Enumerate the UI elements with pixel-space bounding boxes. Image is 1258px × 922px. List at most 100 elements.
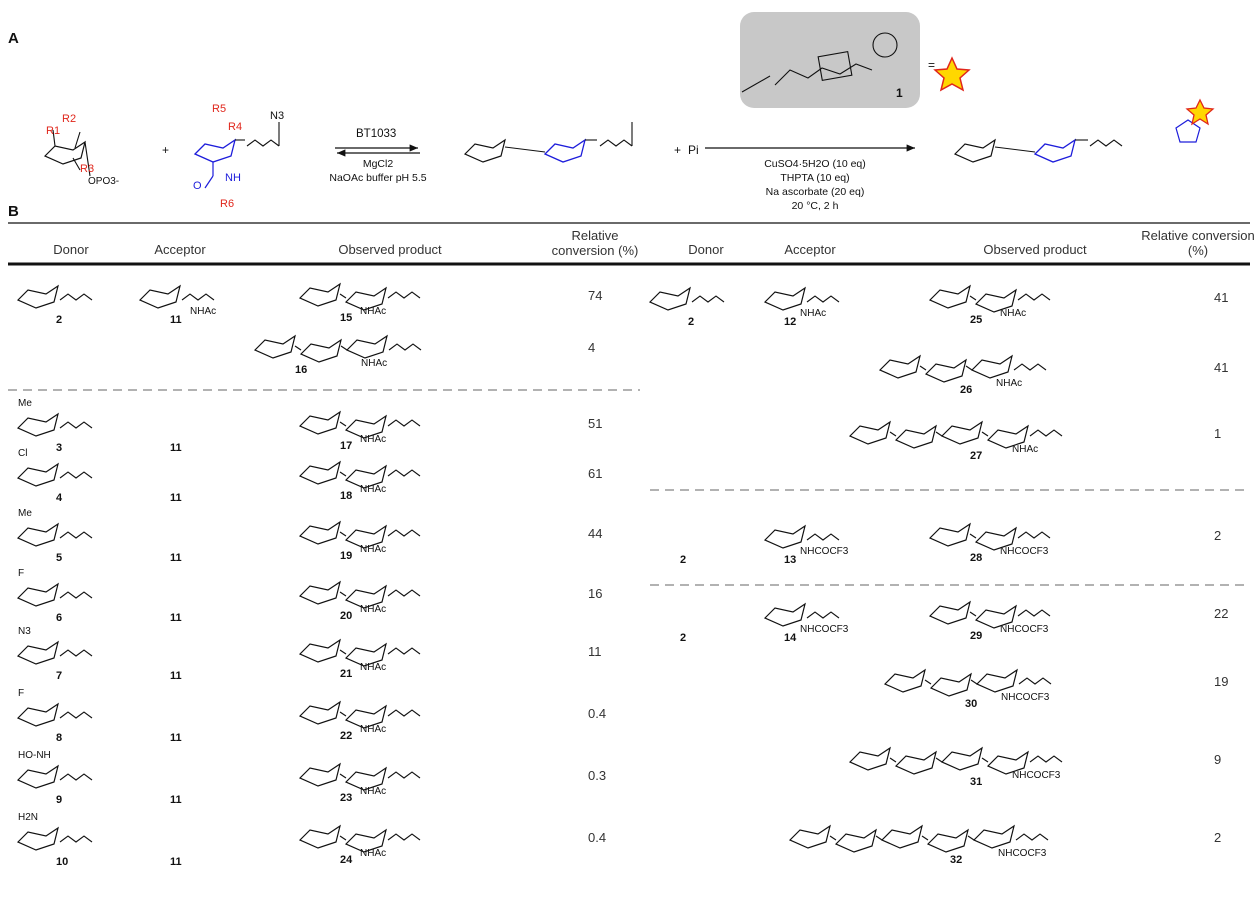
acceptor-group-14: NHCOCF3 bbox=[800, 624, 849, 635]
plus-sign: + bbox=[162, 143, 170, 157]
equals-sign: = bbox=[928, 58, 936, 72]
acceptor-number-12: 12 bbox=[784, 316, 797, 328]
r5-label: R5 bbox=[212, 103, 227, 115]
product-nhac-21: NHAc bbox=[360, 662, 387, 673]
donor-substituent-9: HO-NH bbox=[18, 750, 51, 761]
conversion-27: 1 bbox=[1214, 426, 1222, 441]
acceptor-number-14: 14 bbox=[784, 632, 797, 644]
product-number-17: 17 bbox=[340, 440, 353, 452]
donor-number-right-3: 2 bbox=[680, 554, 687, 566]
plus-pi: + bbox=[674, 143, 682, 157]
conversion-16: 4 bbox=[588, 340, 596, 355]
donor-number-8: 8 bbox=[56, 732, 63, 744]
donor-number-2: 2 bbox=[56, 314, 63, 326]
acceptor-number-11-row-6: 11 bbox=[170, 670, 182, 682]
conversion-24: 0.4 bbox=[588, 830, 607, 845]
donor-structure-8 bbox=[17, 703, 93, 727]
donor-number-5: 5 bbox=[56, 552, 63, 564]
click-condition-1: CuSO4·5H2O (10 eq) bbox=[764, 158, 866, 170]
donor-number-10: 10 bbox=[56, 856, 69, 868]
acceptor-number-11-row-8: 11 bbox=[170, 794, 182, 806]
conversion-22: 0.4 bbox=[588, 706, 607, 721]
donor-number-right-4: 2 bbox=[680, 632, 687, 644]
product-structure-24 bbox=[299, 825, 421, 853]
product-number-21: 21 bbox=[340, 668, 353, 680]
product-number-23: 23 bbox=[340, 792, 353, 804]
header-acceptor-left: Acceptor bbox=[154, 242, 206, 257]
product-structure-16 bbox=[254, 335, 422, 363]
product-nhac-18: NHAc bbox=[360, 484, 387, 495]
donor-number-6: 6 bbox=[56, 612, 63, 624]
fluorophore-star-icon bbox=[933, 56, 971, 92]
product-group-28: NHCOCF3 bbox=[1000, 546, 1049, 557]
conversion-20: 16 bbox=[588, 586, 603, 601]
acceptor-group-12: NHAc bbox=[800, 308, 827, 319]
donor-substituent-6: F bbox=[18, 568, 25, 579]
header-product-right: Observed product bbox=[983, 242, 1087, 257]
acceptor-structure-11 bbox=[139, 285, 215, 309]
acceptor-number-11-row-3: 11 bbox=[170, 492, 182, 504]
acceptor-group-11: NHAc bbox=[190, 306, 217, 317]
donor-structure-3 bbox=[17, 413, 93, 437]
disaccharide-structure bbox=[464, 122, 633, 163]
acceptor-sugar-structure bbox=[194, 122, 280, 189]
product-group-30: NHCOCF3 bbox=[1001, 692, 1050, 703]
product-number-32: 32 bbox=[950, 854, 963, 866]
product-number-29: 29 bbox=[970, 630, 983, 642]
product-structure-26 bbox=[879, 355, 1047, 383]
cofactor-label: MgCl2 bbox=[362, 158, 394, 170]
donor-structure-6 bbox=[17, 583, 93, 607]
acceptor-number-11-row-4: 11 bbox=[170, 552, 182, 564]
conversion-28: 2 bbox=[1214, 528, 1222, 543]
enzyme-label: BT1033 bbox=[356, 128, 397, 140]
r6-label: R6 bbox=[220, 198, 235, 210]
nh-label: NH bbox=[225, 172, 241, 184]
donor-substituent-4: Cl bbox=[18, 448, 28, 459]
product-structure-28 bbox=[929, 523, 1051, 551]
product-number-28: 28 bbox=[970, 552, 983, 564]
product-structure-18 bbox=[299, 461, 421, 489]
product-nhac-20: NHAc bbox=[360, 604, 387, 615]
acceptor-number-11-row-2: 11 bbox=[170, 442, 182, 454]
acceptor-structure-14 bbox=[764, 603, 840, 627]
donor-structure-4 bbox=[17, 463, 93, 487]
product-structure-29 bbox=[929, 601, 1051, 629]
product-structure-23 bbox=[299, 763, 421, 791]
donor-number-3: 3 bbox=[56, 442, 63, 454]
header-acceptor-right: Acceptor bbox=[784, 242, 836, 257]
acceptor-structure-13 bbox=[764, 525, 840, 549]
product-structure-31 bbox=[849, 747, 1063, 775]
product-nhac-22: NHAc bbox=[360, 724, 387, 735]
product-nhac-16: NHAc bbox=[361, 358, 388, 369]
product-number-15: 15 bbox=[340, 312, 353, 324]
product-nhac-19: NHAc bbox=[360, 544, 387, 555]
donor-structure-5 bbox=[17, 523, 93, 547]
conversion-19: 44 bbox=[588, 526, 603, 541]
acceptor-number-11-row-9: 11 bbox=[170, 856, 182, 868]
donor-number-right-0: 2 bbox=[688, 316, 695, 328]
click-condition-2: THPTA (10 eq) bbox=[780, 172, 850, 184]
donor-substituent-8: F bbox=[18, 688, 25, 699]
product-nhac-24: NHAc bbox=[360, 848, 387, 859]
donor-structure-7 bbox=[17, 641, 93, 665]
product-number-24: 24 bbox=[340, 854, 353, 866]
product-structure-30 bbox=[884, 669, 1052, 697]
acceptor-structure-12 bbox=[764, 287, 840, 311]
product-nhac-23: NHAc bbox=[360, 786, 387, 797]
product-number-31: 31 bbox=[970, 776, 983, 788]
product-group-31: NHCOCF3 bbox=[1012, 770, 1061, 781]
header-conversion-left: Relative conversion (%) bbox=[551, 228, 639, 258]
product-structure-22 bbox=[299, 701, 421, 729]
donor-structure-10 bbox=[17, 827, 93, 851]
donor-number-4: 4 bbox=[56, 492, 63, 504]
conversion-30: 19 bbox=[1214, 674, 1229, 689]
donor-number-9: 9 bbox=[56, 794, 63, 806]
donor-structure-2 bbox=[17, 285, 93, 309]
probe-number: 1 bbox=[896, 86, 903, 100]
header-conversion-right: Relative conversion (%) bbox=[1141, 228, 1255, 258]
opo3-label: OPO3- bbox=[88, 176, 120, 187]
donor-substituent-7: N3 bbox=[18, 626, 31, 637]
conversion-15: 74 bbox=[588, 288, 603, 303]
conversion-18: 61 bbox=[588, 466, 603, 481]
